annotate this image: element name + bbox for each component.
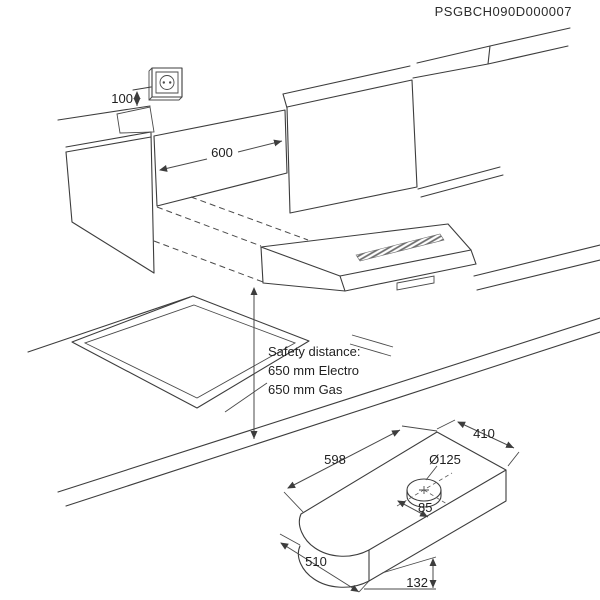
dimension-socket-height: 100 — [111, 91, 133, 106]
cabinet-top-cutout — [116, 106, 155, 134]
countertop — [27, 244, 600, 507]
model-code-title: PSGBCH090D000007 — [435, 4, 572, 19]
socket-cable — [132, 86, 152, 91]
product-isometric-drawing: 598 410 Ø125 85 510 132 — [279, 419, 520, 593]
dimension-body-height: 132 — [406, 575, 428, 590]
safety-note-line3: 650 mm Gas — [268, 382, 343, 397]
control-panel — [396, 275, 435, 291]
niche-back-panel — [153, 109, 288, 207]
hidden-edge-top — [156, 206, 262, 247]
dimension-top-width: 598 — [324, 452, 346, 467]
hob-outline — [71, 295, 310, 409]
safety-note-line1: Safety distance: — [268, 344, 361, 359]
wall-cabinets — [57, 27, 571, 274]
safety-note-line2: 650 mm Electro — [268, 363, 359, 378]
dimension-niche-width: 600 — [211, 145, 233, 160]
power-socket-icon — [132, 67, 183, 101]
dimension-depth: 410 — [473, 426, 495, 441]
duct-outlet — [396, 472, 453, 508]
hidden-edge-right — [190, 196, 309, 241]
vent-grille-hatch — [355, 233, 445, 262]
cooker-hood-scene — [153, 196, 477, 292]
dimension-duct-offset: 85 — [418, 500, 432, 515]
hidden-edge-bottom — [153, 240, 264, 283]
scene-dimensions: 100 600 — [111, 91, 394, 439]
safety-note: Safety distance: 650 mm Electro 650 mm G… — [268, 344, 361, 397]
dimension-duct-diameter: Ø125 — [429, 452, 461, 467]
dimension-body-width: 510 — [305, 554, 327, 569]
